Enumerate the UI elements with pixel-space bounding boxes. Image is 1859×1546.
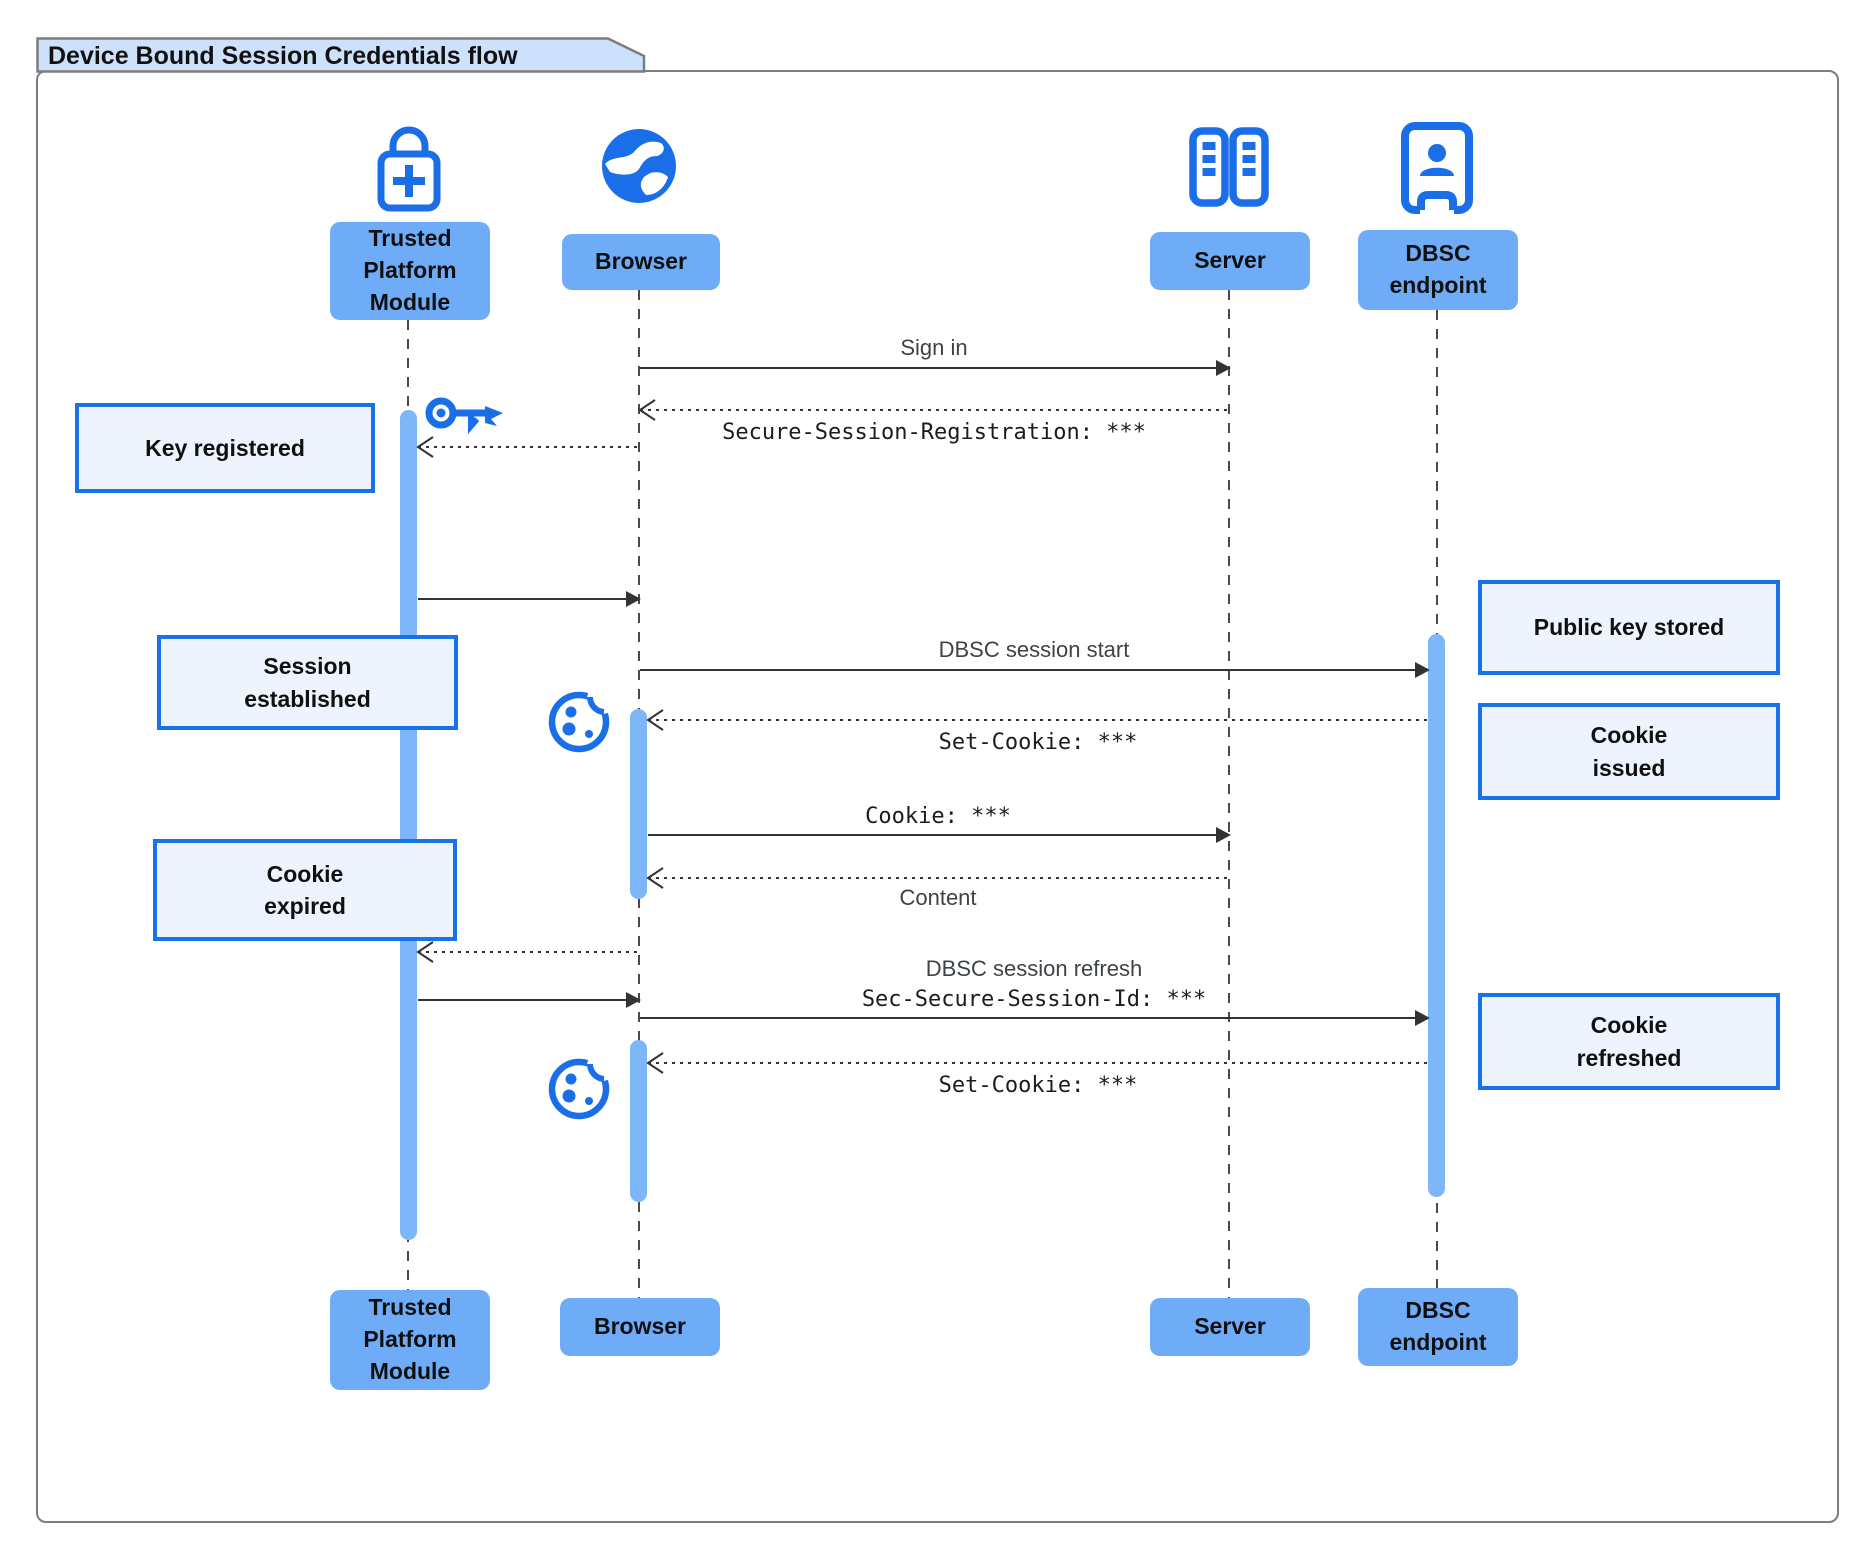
message-label-dbsc-session-refresh: DBSC session refresh [925, 956, 1143, 981]
note-cookie-issued: Cookie issued [1478, 703, 1780, 800]
person-door-icon [1401, 122, 1473, 216]
participant-browser-top: Browser [562, 234, 720, 290]
message-arrow-dbsc-session-refresh [640, 1010, 1430, 1026]
message-arrow-refresh-key-request [416, 941, 640, 963]
message-arrow-key-request [416, 436, 640, 458]
activation-dbsc [1428, 634, 1445, 1197]
note-cookie-refreshed: Cookie refreshed [1478, 993, 1780, 1090]
message-label-sign-in: Sign in [900, 335, 968, 360]
globe-icon [599, 126, 679, 206]
server-racks-icon [1187, 126, 1271, 208]
activation-browser-1 [630, 709, 647, 899]
lock-plus-icon [369, 116, 449, 214]
message-label-set-cookie-1: Set-Cookie: *** [938, 729, 1138, 755]
message-code-dbsc-session-refresh: Sec-Secure-Session-Id: *** [861, 986, 1207, 1012]
message-arrow-cookie [648, 827, 1231, 843]
activation-browser-2 [630, 1040, 647, 1202]
diagram-title-tab [36, 37, 648, 73]
participant-dbsc-top: DBSC endpoint [1358, 230, 1518, 310]
cookie-icon [546, 1051, 614, 1121]
note-session-established: Session established [157, 635, 458, 730]
message-arrow-set-cookie-2 [646, 1052, 1428, 1074]
message-label-content: Content [899, 885, 977, 910]
key-icon [425, 385, 505, 441]
message-arrow-key-response [418, 591, 641, 607]
cookie-icon [546, 684, 614, 754]
message-label-cookie: Cookie: *** [865, 803, 1011, 829]
page-title: Device Bound Session Credentials flow [48, 41, 518, 70]
participant-server-bottom: Server [1150, 1298, 1310, 1356]
note-key-registered: Key registered [75, 403, 375, 493]
message-label-dbsc-session-start: DBSC session start [938, 637, 1130, 662]
participant-tpm-bottom: Trusted Platform Module [330, 1290, 490, 1390]
message-label-session-registration: Secure-Session-Registration: *** [722, 419, 1146, 445]
note-public-key-stored: Public key stored [1478, 580, 1780, 675]
message-label-set-cookie-2: Set-Cookie: *** [938, 1072, 1138, 1098]
message-arrow-session-registration [638, 399, 1229, 421]
participant-server-top: Server [1150, 232, 1310, 290]
lifeline-server [1228, 290, 1230, 1298]
message-arrow-content [646, 867, 1229, 889]
participant-browser-bottom: Browser [560, 1298, 720, 1356]
participant-dbsc-bottom: DBSC endpoint [1358, 1288, 1518, 1366]
message-arrow-set-cookie-1 [646, 709, 1428, 731]
title-tab-shape [36, 37, 646, 73]
message-arrow-sign-in [640, 360, 1231, 376]
participant-tpm-top: Trusted Platform Module [330, 222, 490, 320]
message-arrow-refresh-key-response [418, 992, 641, 1008]
note-cookie-expired: Cookie expired [153, 839, 457, 941]
message-arrow-dbsc-session-start [640, 662, 1430, 678]
activation-tpm [400, 410, 417, 1240]
